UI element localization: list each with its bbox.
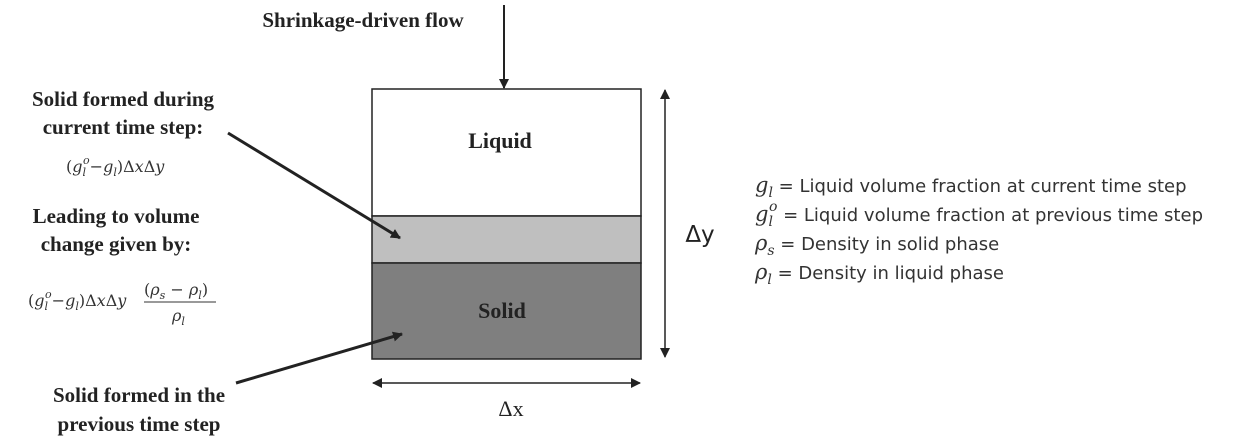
volume-change-formula: (glo−gl)ΔxΔy (ρs − ρl) ρl	[28, 280, 216, 328]
solid-current-formula: (glo−gl)ΔxΔy	[66, 154, 165, 179]
legend-entry: gl = Liquid volume fraction at current t…	[755, 173, 1187, 201]
dx-label: Δx	[498, 396, 523, 421]
svg-text:ρl: ρl	[171, 306, 185, 328]
symbol-legend: gl = Liquid volume fraction at current t…	[754, 173, 1203, 288]
solid-current-pointer-arrow	[227, 131, 401, 240]
flow-label: Shrinkage-driven flow	[262, 8, 464, 32]
solid-label: Solid	[478, 298, 526, 323]
solid-previous-label-line1: Solid formed in the	[53, 383, 225, 407]
volume-change-label-line1: Leading to volume	[33, 204, 200, 228]
legend-entry: ρs = Density in solid phase	[754, 231, 999, 259]
solid-current-label-line2: current time step:	[43, 115, 204, 139]
previous-solid-region	[371, 262, 642, 360]
liquid-label: Liquid	[468, 128, 532, 153]
legend-entry: ρl = Density in liquid phase	[754, 260, 1004, 288]
svg-text:(glo−gl)ΔxΔy: (glo−gl)ΔxΔy	[28, 288, 127, 313]
solid-previous-label-line2: previous time step	[58, 412, 221, 436]
dy-label: Δy	[685, 222, 714, 248]
solid-current-label-line1: Solid formed during	[32, 87, 215, 111]
svg-text:(ρs − ρl): (ρs − ρl)	[144, 280, 208, 302]
solid-previous-pointer-arrow	[235, 331, 403, 385]
volume-change-label-line2: change given by:	[41, 232, 192, 256]
current-solid-region	[371, 215, 642, 264]
legend-entry: glo = Liquid volume fraction at previous…	[755, 199, 1203, 230]
